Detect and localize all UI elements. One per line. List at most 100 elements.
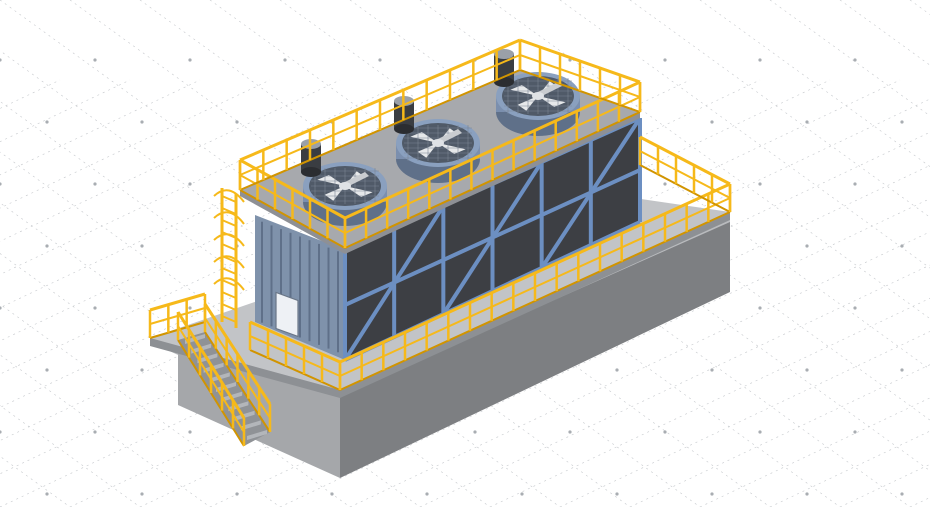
grid-dot (758, 182, 762, 186)
grid-dot (45, 120, 49, 124)
grid-dot (0, 306, 2, 310)
grid-dot (140, 492, 144, 496)
grid-line (0, 405, 141, 507)
grid-dot (378, 58, 382, 62)
grid-dot (45, 244, 49, 248)
roof-railing-back (238, 38, 522, 191)
grid-line (629, 0, 930, 218)
ladder-rung (221, 279, 237, 287)
ladder-rung (221, 219, 237, 227)
ladder-rung (221, 291, 237, 299)
roof-edge-right (345, 112, 640, 254)
roof-edge-left (240, 190, 345, 254)
fan-hub (432, 139, 444, 147)
grid-dot (425, 492, 429, 496)
grid-dot (140, 244, 144, 248)
grid-line (0, 354, 211, 507)
grid-dot (140, 368, 144, 372)
grid-dot (710, 492, 714, 496)
grid-dot (188, 430, 192, 434)
grid-line (0, 79, 481, 309)
grid-dot (900, 244, 904, 248)
stair-step (240, 420, 261, 431)
grid-dot (710, 120, 714, 124)
stair-handrail-left (176, 311, 246, 447)
access-door (275, 291, 299, 338)
rail-top (249, 320, 341, 364)
grid-dot (235, 492, 239, 496)
ladder-hoop (213, 189, 245, 203)
roof-railing-right (518, 38, 642, 113)
safety-railings (148, 38, 732, 447)
grid-dot (805, 492, 809, 496)
ladder-hoop (213, 255, 245, 269)
fan-motor-base (394, 124, 414, 134)
grid-dot (805, 368, 809, 372)
grid-line (769, 430, 930, 507)
grid-dot (330, 492, 334, 496)
grid-dot (900, 120, 904, 124)
fan-blade (438, 143, 466, 154)
fan-hub (339, 182, 351, 190)
stair-handrail-right (203, 303, 272, 433)
fan-motor-base (301, 167, 321, 177)
grid-dot (473, 430, 477, 434)
grid-line (349, 231, 930, 507)
grid-line (0, 79, 551, 342)
grid-dot (853, 182, 857, 186)
grid-dot (758, 58, 762, 62)
ladder-hoop (213, 233, 245, 247)
ladder-rung (221, 303, 237, 311)
grid-dot (93, 430, 97, 434)
grid-dot (853, 430, 857, 434)
grid-dot (520, 492, 524, 496)
roof-railing-front (343, 80, 642, 249)
grid-line (839, 0, 930, 66)
frame-brace (539, 116, 642, 270)
grid-dot (235, 120, 239, 124)
grid-line (279, 198, 930, 507)
fan-blade (410, 132, 438, 143)
grid-dot (663, 182, 667, 186)
fan-blade (345, 186, 373, 197)
grid-dot (45, 492, 49, 496)
grid-dot (663, 58, 667, 62)
grid-dot (710, 368, 714, 372)
fan-2 (394, 96, 480, 183)
grid-line (909, 0, 930, 15)
grid-dot (663, 430, 667, 434)
grid-line (559, 0, 930, 269)
ladder-rung (221, 267, 237, 275)
ladder-cage (213, 188, 245, 328)
grid-line (909, 497, 930, 507)
fan-blade (317, 175, 345, 186)
grid-dot (0, 58, 2, 62)
grid-dot (140, 120, 144, 124)
stair-step (234, 410, 255, 421)
fan-1 (301, 139, 387, 226)
grid-dot (188, 58, 192, 62)
ladder-hoop (213, 211, 245, 225)
grid-line (0, 79, 621, 375)
grid-dot (758, 306, 762, 310)
fan-stacks (301, 49, 580, 226)
rail-toe (639, 164, 731, 213)
grid-dot (93, 58, 97, 62)
grid-dot (0, 430, 2, 434)
grid-line (0, 79, 691, 408)
grid-dot (568, 430, 572, 434)
ladder-rung (221, 207, 237, 215)
grid-dot (93, 306, 97, 310)
grid-dot (188, 306, 192, 310)
grid-dot (758, 430, 762, 434)
fan-blade (538, 96, 566, 107)
deck-edge-right (340, 212, 730, 398)
frame-brace (343, 204, 446, 362)
ladder-hoop (213, 277, 245, 291)
grid-dot (805, 244, 809, 248)
grid-dot (900, 368, 904, 372)
fan-blade (510, 85, 538, 96)
fan-3 (494, 49, 580, 136)
grid-line (419, 264, 930, 507)
